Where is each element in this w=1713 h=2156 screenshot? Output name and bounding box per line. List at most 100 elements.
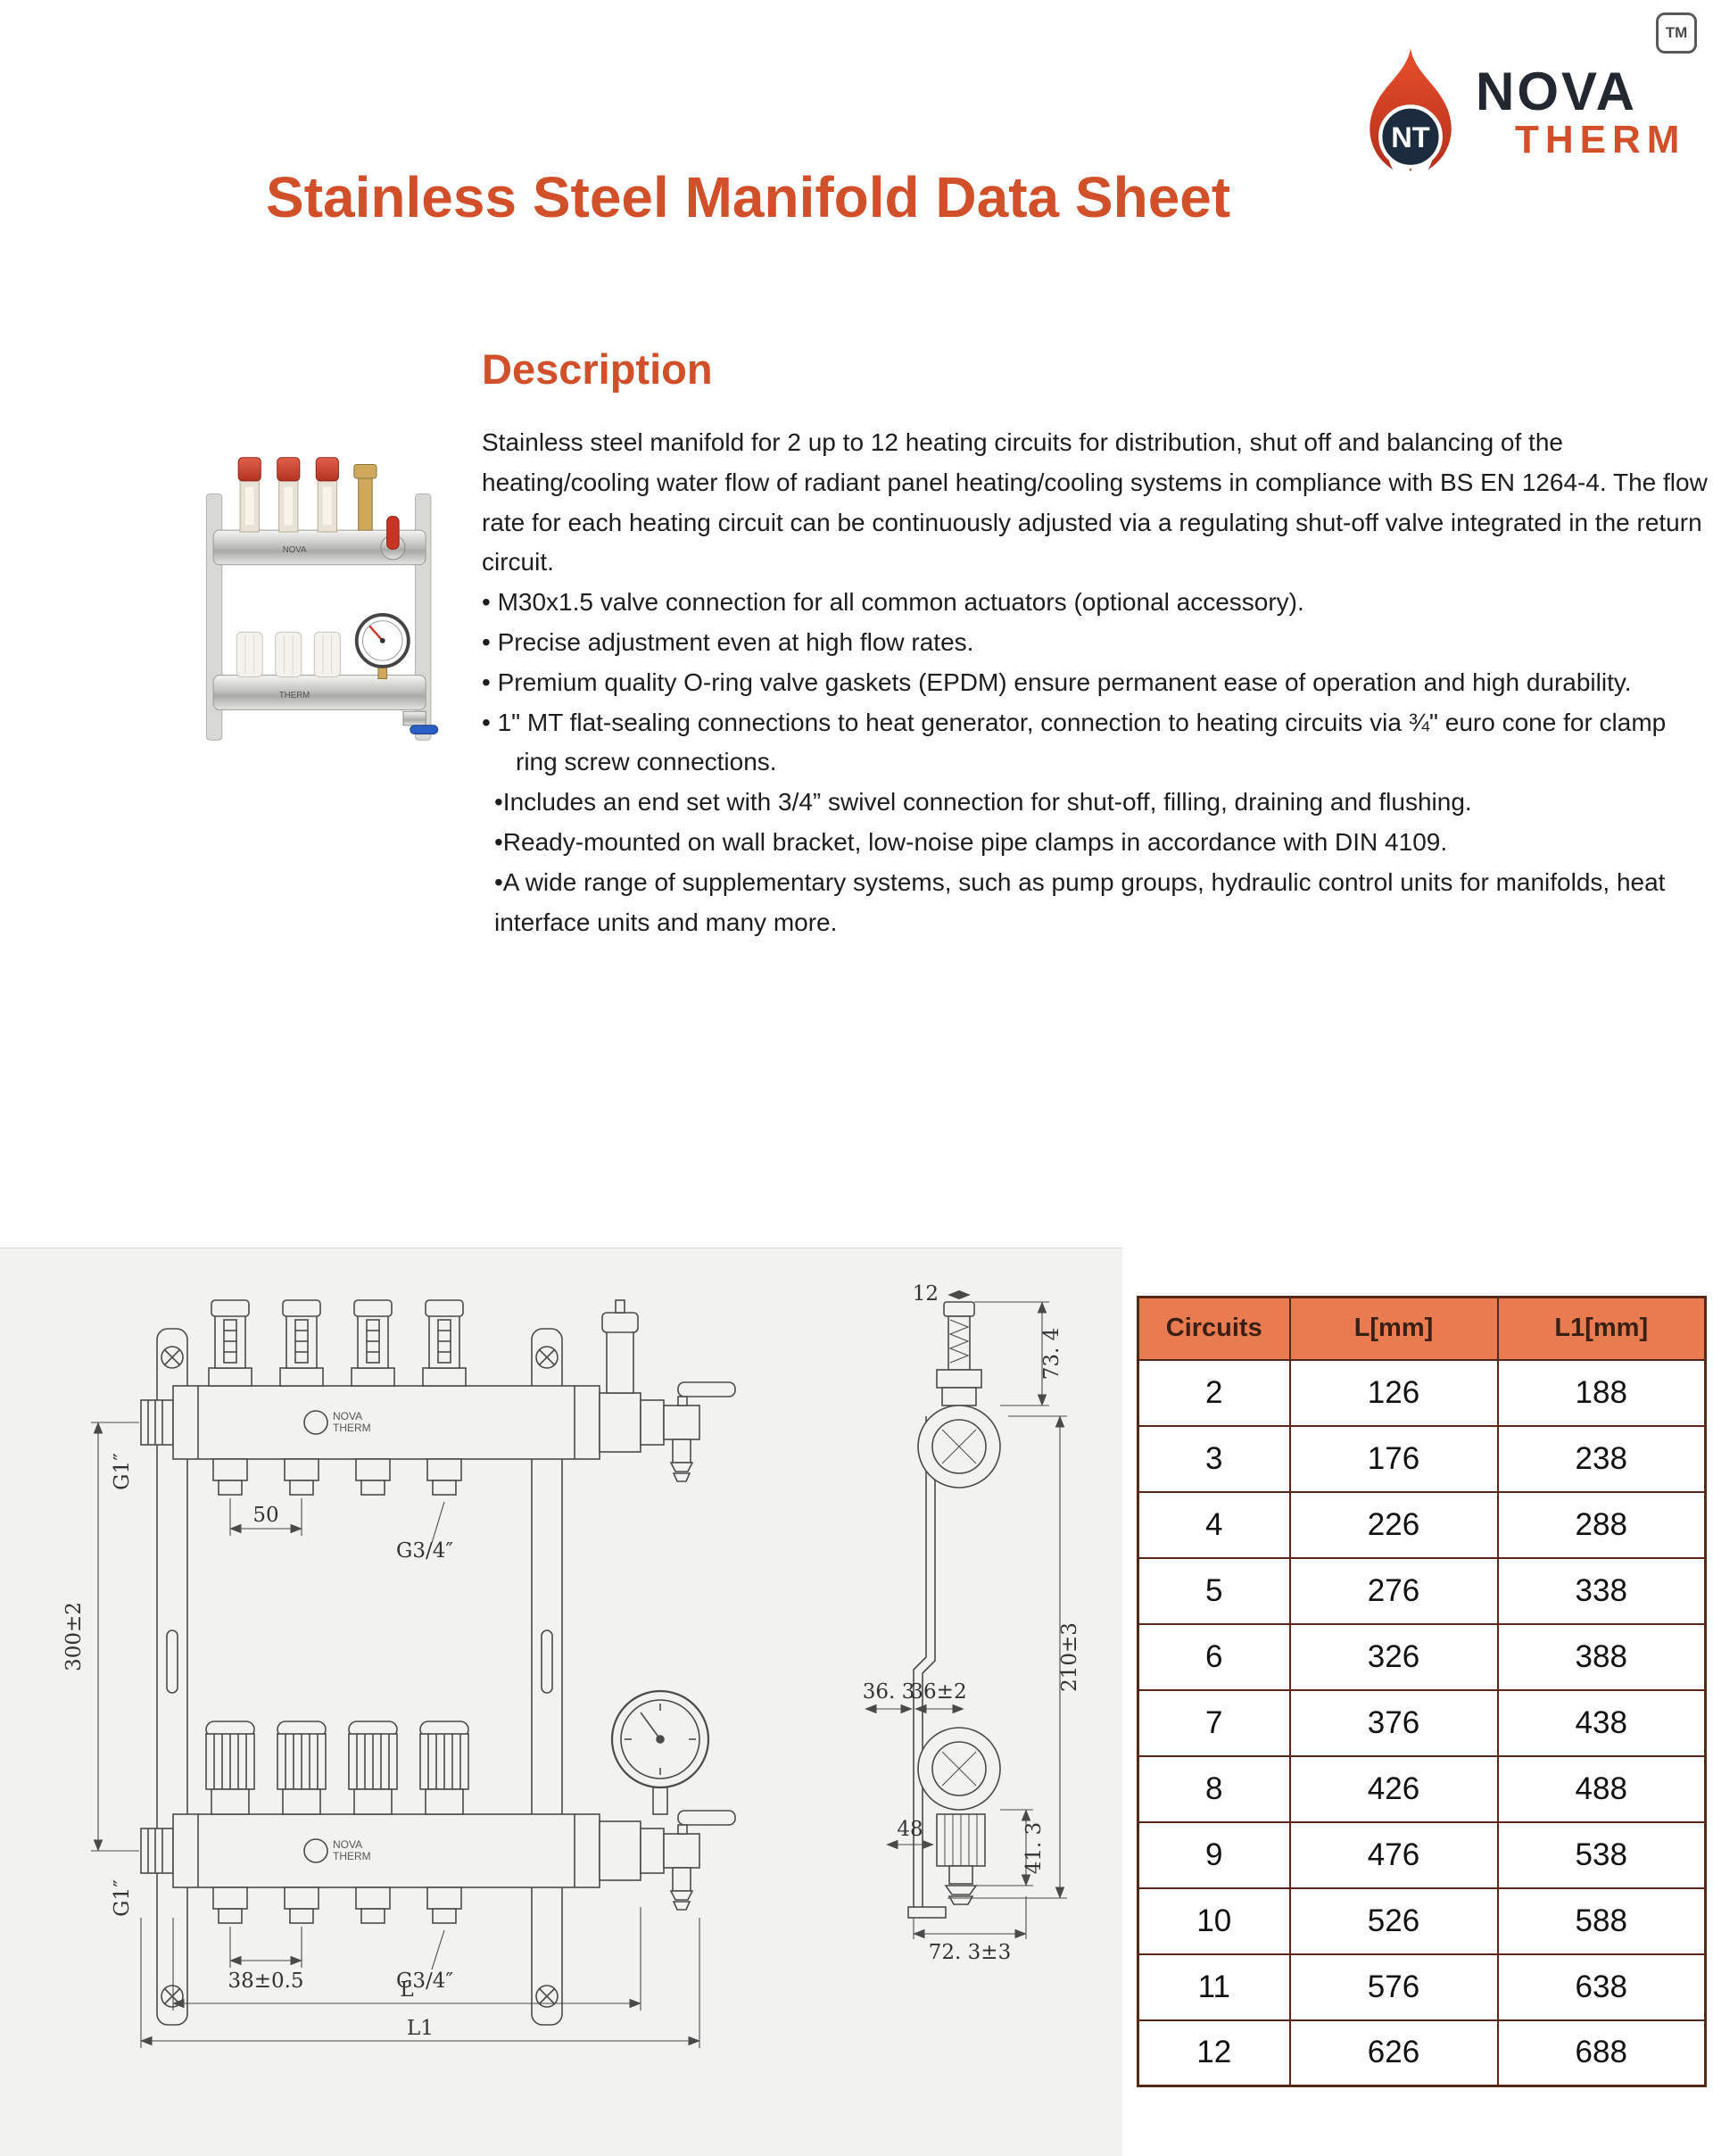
valve-cap-4 xyxy=(419,1721,469,1815)
flow-meter-profile xyxy=(936,1301,982,1406)
bar-cross-section-bottom xyxy=(917,1727,1001,1811)
dim-g1-top-label: G1″ xyxy=(111,1453,134,1490)
pressure-gauge xyxy=(354,612,410,680)
cell-l: 326 xyxy=(1288,1622,1499,1691)
cell-l: 626 xyxy=(1288,2019,1499,2087)
wall-bracket-profile xyxy=(907,1416,947,1919)
feature-bullet: •Includes an end set with 3/4” swivel co… xyxy=(494,788,1472,817)
bar-brand-label: THERM xyxy=(333,1422,371,1434)
cell-l1: 438 xyxy=(1496,1688,1707,1757)
gauge-drain-assembly xyxy=(599,1689,736,1911)
outlets-bottom xyxy=(212,1886,462,1924)
table-row: 3 176 238 xyxy=(1137,1424,1707,1493)
col-header-l: L[mm] xyxy=(1288,1296,1499,1361)
photo-bar-brand: NOVA xyxy=(283,545,307,555)
dim-12-label: 12 xyxy=(913,1282,939,1306)
dim-g1-bottom-label: G1″ xyxy=(111,1879,134,1917)
cell-circuits: 10 xyxy=(1137,1886,1291,1955)
cell-l: 276 xyxy=(1288,1556,1499,1625)
feature-bullet: • 1" MT flat-sealing connections to heat… xyxy=(482,708,1667,776)
dim-36a-label: 36. 3 xyxy=(863,1680,915,1704)
table-header-row: Circuits L[mm] L1[mm] xyxy=(1137,1296,1707,1361)
table-row: 4 226 288 xyxy=(1137,1490,1707,1559)
cell-l1: 588 xyxy=(1496,1886,1707,1955)
table-row: 2 126 188 xyxy=(1137,1358,1707,1427)
product-photo: NOVA THERM xyxy=(189,423,457,775)
dim-g34-bottom-label: G3/4″ xyxy=(396,1969,453,1993)
page-title: Stainless Steel Manifold Data Sheet xyxy=(266,165,1231,229)
cell-l1: 338 xyxy=(1496,1556,1707,1625)
cell-circuits: 12 xyxy=(1137,2019,1291,2087)
feature-bullet: •Ready-mounted on wall bracket, low-nois… xyxy=(494,827,1448,856)
novatherm-flame-icon: NT xyxy=(1370,48,1452,172)
drain-valve xyxy=(402,710,439,734)
col-header-circuits: Circuits xyxy=(1137,1296,1291,1361)
front-view-drawing: NOVA THERM NOVA THERM 300±2 xyxy=(62,1299,736,2048)
trademark-symbol: TM xyxy=(1656,12,1697,54)
bar-logo-icon xyxy=(303,1838,328,1863)
col-header-l1: L1[mm] xyxy=(1496,1296,1707,1361)
cell-circuits: 3 xyxy=(1137,1424,1291,1493)
side-view-drawing: 12 73. 4 36. 3 36±2 210±3 48 41. 3 72. 3… xyxy=(863,1282,1081,1964)
cell-l: 526 xyxy=(1288,1886,1499,1955)
circuits-spec-table: Circuits L[mm] L1[mm] 2 126 188 3 176 23… xyxy=(1137,1296,1707,2087)
table-row: 8 426 488 xyxy=(1137,1754,1707,1823)
cell-l1: 188 xyxy=(1496,1358,1707,1427)
cell-l: 576 xyxy=(1288,1953,1499,2021)
valve-cap-3 xyxy=(348,1721,398,1815)
photo-bar-brand-2: THERM xyxy=(279,691,310,701)
dim-height-label: 300±2 xyxy=(62,1602,86,1671)
feature-bullet: • Precise adjustment even at high flow r… xyxy=(482,627,974,656)
outlets-top xyxy=(212,1458,462,1496)
manifold-bar-bottom xyxy=(212,675,426,710)
dim-L1-label: L1 xyxy=(407,2017,434,2040)
feature-bullet: • Premium quality O-ring valve gaskets (… xyxy=(482,668,1632,696)
cell-l: 476 xyxy=(1288,1820,1499,1889)
cell-l: 226 xyxy=(1288,1490,1499,1559)
description-intro: Stainless steel manifold for 2 up to 12 … xyxy=(482,428,1708,576)
flow-meter-1 xyxy=(208,1299,252,1387)
dim-41-label: 41. 3 xyxy=(1022,1822,1046,1875)
brand-name-bottom: THERM xyxy=(1515,118,1686,162)
cell-l1: 638 xyxy=(1496,1953,1707,2021)
front-dimension-labels: 300±2 G1″ G1″ 50 G3/4″ 38±0.5 G3/4″ L L1 xyxy=(62,1453,453,2040)
cell-l1: 238 xyxy=(1496,1424,1707,1493)
manifold-photo-illustration: NOVA THERM xyxy=(205,457,439,741)
air-vent-assembly xyxy=(599,1299,736,1482)
side-dimension-labels: 12 73. 4 36. 3 36±2 210±3 48 41. 3 72. 3… xyxy=(863,1282,1081,1964)
side-dimension-lines xyxy=(865,1289,1067,1939)
table-row: 12 626 688 xyxy=(1137,2019,1707,2087)
dim-48-label: 48 xyxy=(897,1818,923,1841)
cell-circuits: 5 xyxy=(1137,1556,1291,1625)
brand-logo: NT NOVA THERM xyxy=(1349,46,1685,178)
brand-name-top: NOVA xyxy=(1476,62,1637,121)
valve-caps xyxy=(236,631,341,678)
cell-l1: 488 xyxy=(1496,1754,1707,1823)
dim-L-label: L xyxy=(400,1978,413,2002)
cell-l: 126 xyxy=(1288,1358,1499,1427)
feature-bullet: • M30x1.5 valve connection for all commo… xyxy=(482,588,1304,617)
flow-meter-3 xyxy=(351,1299,395,1387)
valve-cap-2 xyxy=(277,1721,327,1815)
red-valve-handle xyxy=(386,516,400,550)
bar-brand-label: THERM xyxy=(333,1850,371,1862)
cell-circuits: 7 xyxy=(1137,1688,1291,1757)
feature-bullet: •A wide range of supplementary systems, … xyxy=(494,867,1666,936)
table-row: 6 326 388 xyxy=(1137,1622,1707,1691)
table-row: 7 376 438 xyxy=(1137,1688,1707,1757)
logo-text: NOVA THERM xyxy=(1476,65,1685,160)
blue-valve-handle xyxy=(410,725,439,734)
description-heading: Description xyxy=(482,345,713,393)
flow-meter-2 xyxy=(279,1299,324,1387)
description-text: Stainless steel manifold for 2 up to 12 … xyxy=(482,423,1711,942)
flow-meter-4 xyxy=(422,1299,467,1387)
cell-l1: 288 xyxy=(1496,1490,1707,1559)
front-dimension-lines xyxy=(91,1422,700,2048)
dim-72-label: 72. 3±3 xyxy=(929,1941,1011,1964)
cell-circuits: 11 xyxy=(1137,1953,1291,2021)
cell-l1: 388 xyxy=(1496,1622,1707,1691)
table-row: 10 526 588 xyxy=(1137,1886,1707,1955)
cell-circuits: 9 xyxy=(1137,1820,1291,1889)
table-row: 5 276 338 xyxy=(1137,1556,1707,1625)
